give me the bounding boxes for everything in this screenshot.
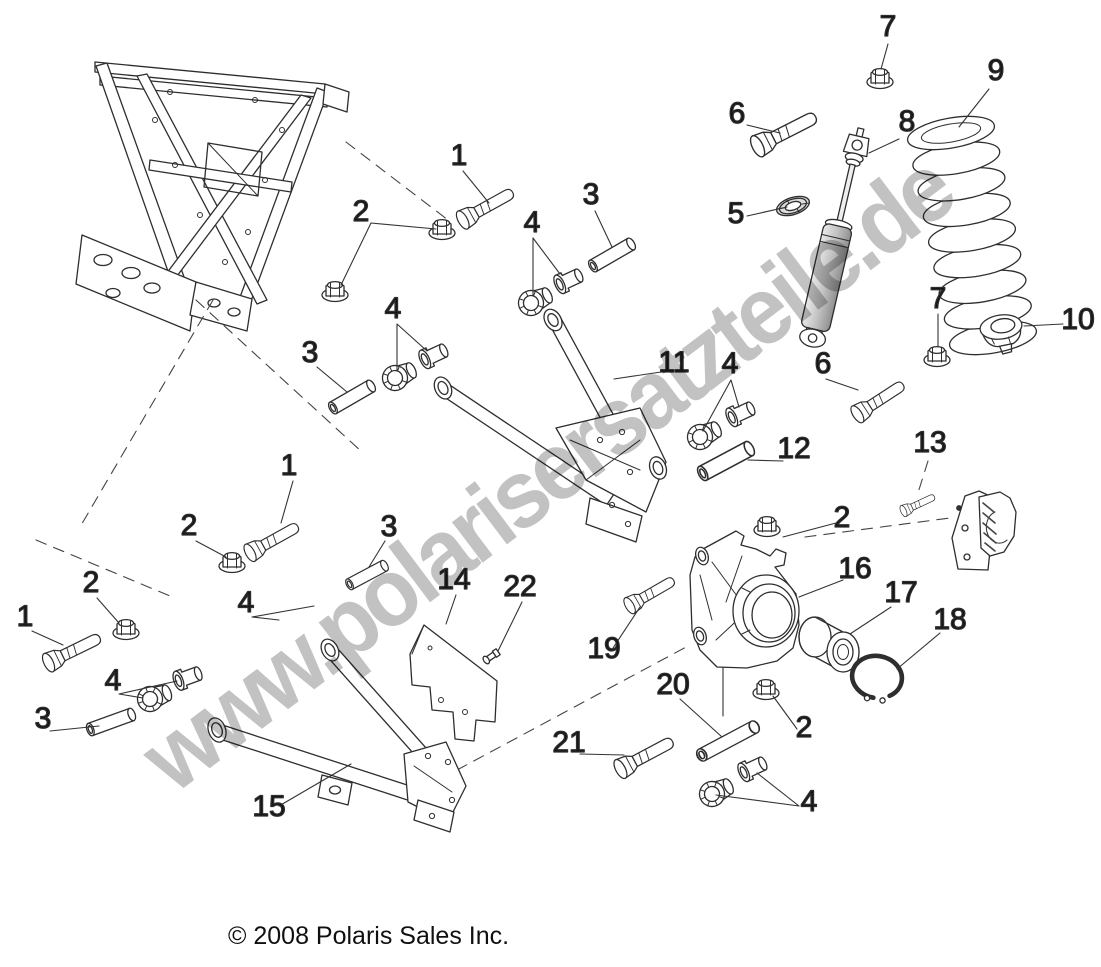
- frame-reference: [75, 61, 350, 332]
- leader-lines: [31, 43, 1064, 807]
- callout-bushing-pair: 4: [105, 664, 122, 697]
- callout-shock-bolt-upper: 6: [729, 97, 746, 130]
- assembly-axis-lines: [35, 141, 951, 771]
- upper-control-arm: [433, 308, 668, 543]
- nut-2-b: [321, 280, 349, 303]
- callout-bushing-pair: 4: [524, 206, 541, 239]
- callout-bushing-pair: 4: [238, 586, 255, 619]
- bushing-4d-plain: [170, 662, 206, 693]
- nut-2-a: [428, 218, 456, 241]
- bolt-6-right: [847, 375, 909, 426]
- callout-shield-plate: 14: [437, 563, 470, 596]
- tube-3-left: [84, 706, 138, 738]
- callout-spacer-tube: 20: [656, 668, 689, 701]
- callout-pivot-tube: 3: [381, 510, 398, 543]
- callout-snap-ring: 18: [933, 603, 966, 636]
- tube-3-mid: [326, 378, 378, 416]
- bolt-1-mid: [240, 517, 304, 565]
- tube-20: [693, 718, 763, 764]
- shield-plate: [409, 624, 498, 742]
- brake-caliper: [951, 490, 1017, 571]
- bolt-6-top: [746, 105, 822, 160]
- callout-flange-nut: 2: [353, 195, 370, 228]
- nut-2-e: [753, 515, 781, 538]
- nut-7-mid: [923, 345, 951, 368]
- callout-bushing-pair: 4: [801, 785, 818, 818]
- callout-pivot-bolt: 1: [451, 139, 468, 172]
- callout-flange-nut: 2: [181, 509, 198, 542]
- callout-carrier-bolt: 19: [587, 632, 620, 665]
- nut-2-f: [752, 678, 780, 701]
- snap-ring: [849, 653, 905, 704]
- callout-shock-upper-nut: 7: [880, 10, 897, 43]
- bushing-4e-flanged: [694, 772, 738, 812]
- bushing-4c-flanged: [682, 415, 726, 455]
- callout-cupped-washer: 5: [728, 197, 745, 230]
- callout-pivot-tube: 3: [583, 178, 600, 211]
- callout-pivot-tube: 3: [35, 702, 52, 735]
- callout-flange-nut: 2: [796, 711, 813, 744]
- callout-upper-control-arm: 11: [658, 346, 689, 379]
- copyright-text: © 2008 Polaris Sales Inc.: [228, 922, 510, 950]
- bolt-1-left: [39, 627, 105, 675]
- callout-bushing-pair: 4: [722, 347, 739, 380]
- rear-shock: [799, 127, 870, 348]
- callout-bearing-carrier: 16: [838, 552, 871, 585]
- callout-spacer-tube: 12: [777, 432, 810, 465]
- callout-bushing-pair: 4: [385, 292, 402, 325]
- callout-pivot-bolt: 1: [281, 449, 298, 482]
- callout-coil-spring: 9: [988, 54, 1005, 87]
- nut-2-d: [112, 618, 140, 641]
- nut-7-top: [866, 67, 894, 90]
- cupped-washer: [775, 195, 811, 217]
- lower-control-arm: [207, 638, 467, 833]
- callout-caliper-bolt: 13: [913, 426, 946, 459]
- callout-spring-retainer: 10: [1061, 303, 1094, 336]
- shield-screw: [482, 648, 501, 665]
- callout-lower-control-arm: 15: [252, 790, 285, 823]
- bushing-4c-plain: [722, 397, 759, 429]
- callout-pivot-bolt: 1: [17, 600, 34, 633]
- callout-flange-nut: 2: [83, 566, 100, 599]
- callout-shock-bolt-lower: 6: [815, 347, 832, 380]
- callout-bearing: 17: [884, 576, 917, 609]
- tube-3-midleft: [343, 558, 391, 592]
- coil-spring: [906, 115, 1038, 356]
- bolt-13: [898, 490, 938, 519]
- callout-flange-nut: 2: [834, 501, 851, 534]
- bolt-19: [621, 571, 679, 617]
- callout-shield-screw: 22: [503, 570, 536, 603]
- bushing-4b-flanged: [377, 356, 421, 396]
- callout-rear-shock: 8: [899, 105, 916, 138]
- bearing-carrier: [689, 530, 800, 669]
- bolt-1-top: [453, 182, 519, 232]
- bolt-21: [610, 731, 678, 782]
- bushing-4b-plain: [415, 339, 452, 371]
- spring-retainer: [979, 314, 1023, 355]
- callout-shock-lower-nut: 7: [930, 282, 947, 315]
- tube-3-top: [586, 236, 638, 274]
- callout-pivot-tube: 3: [302, 336, 319, 369]
- bearing: [798, 616, 860, 673]
- callout-carrier-bolt: 21: [552, 726, 585, 759]
